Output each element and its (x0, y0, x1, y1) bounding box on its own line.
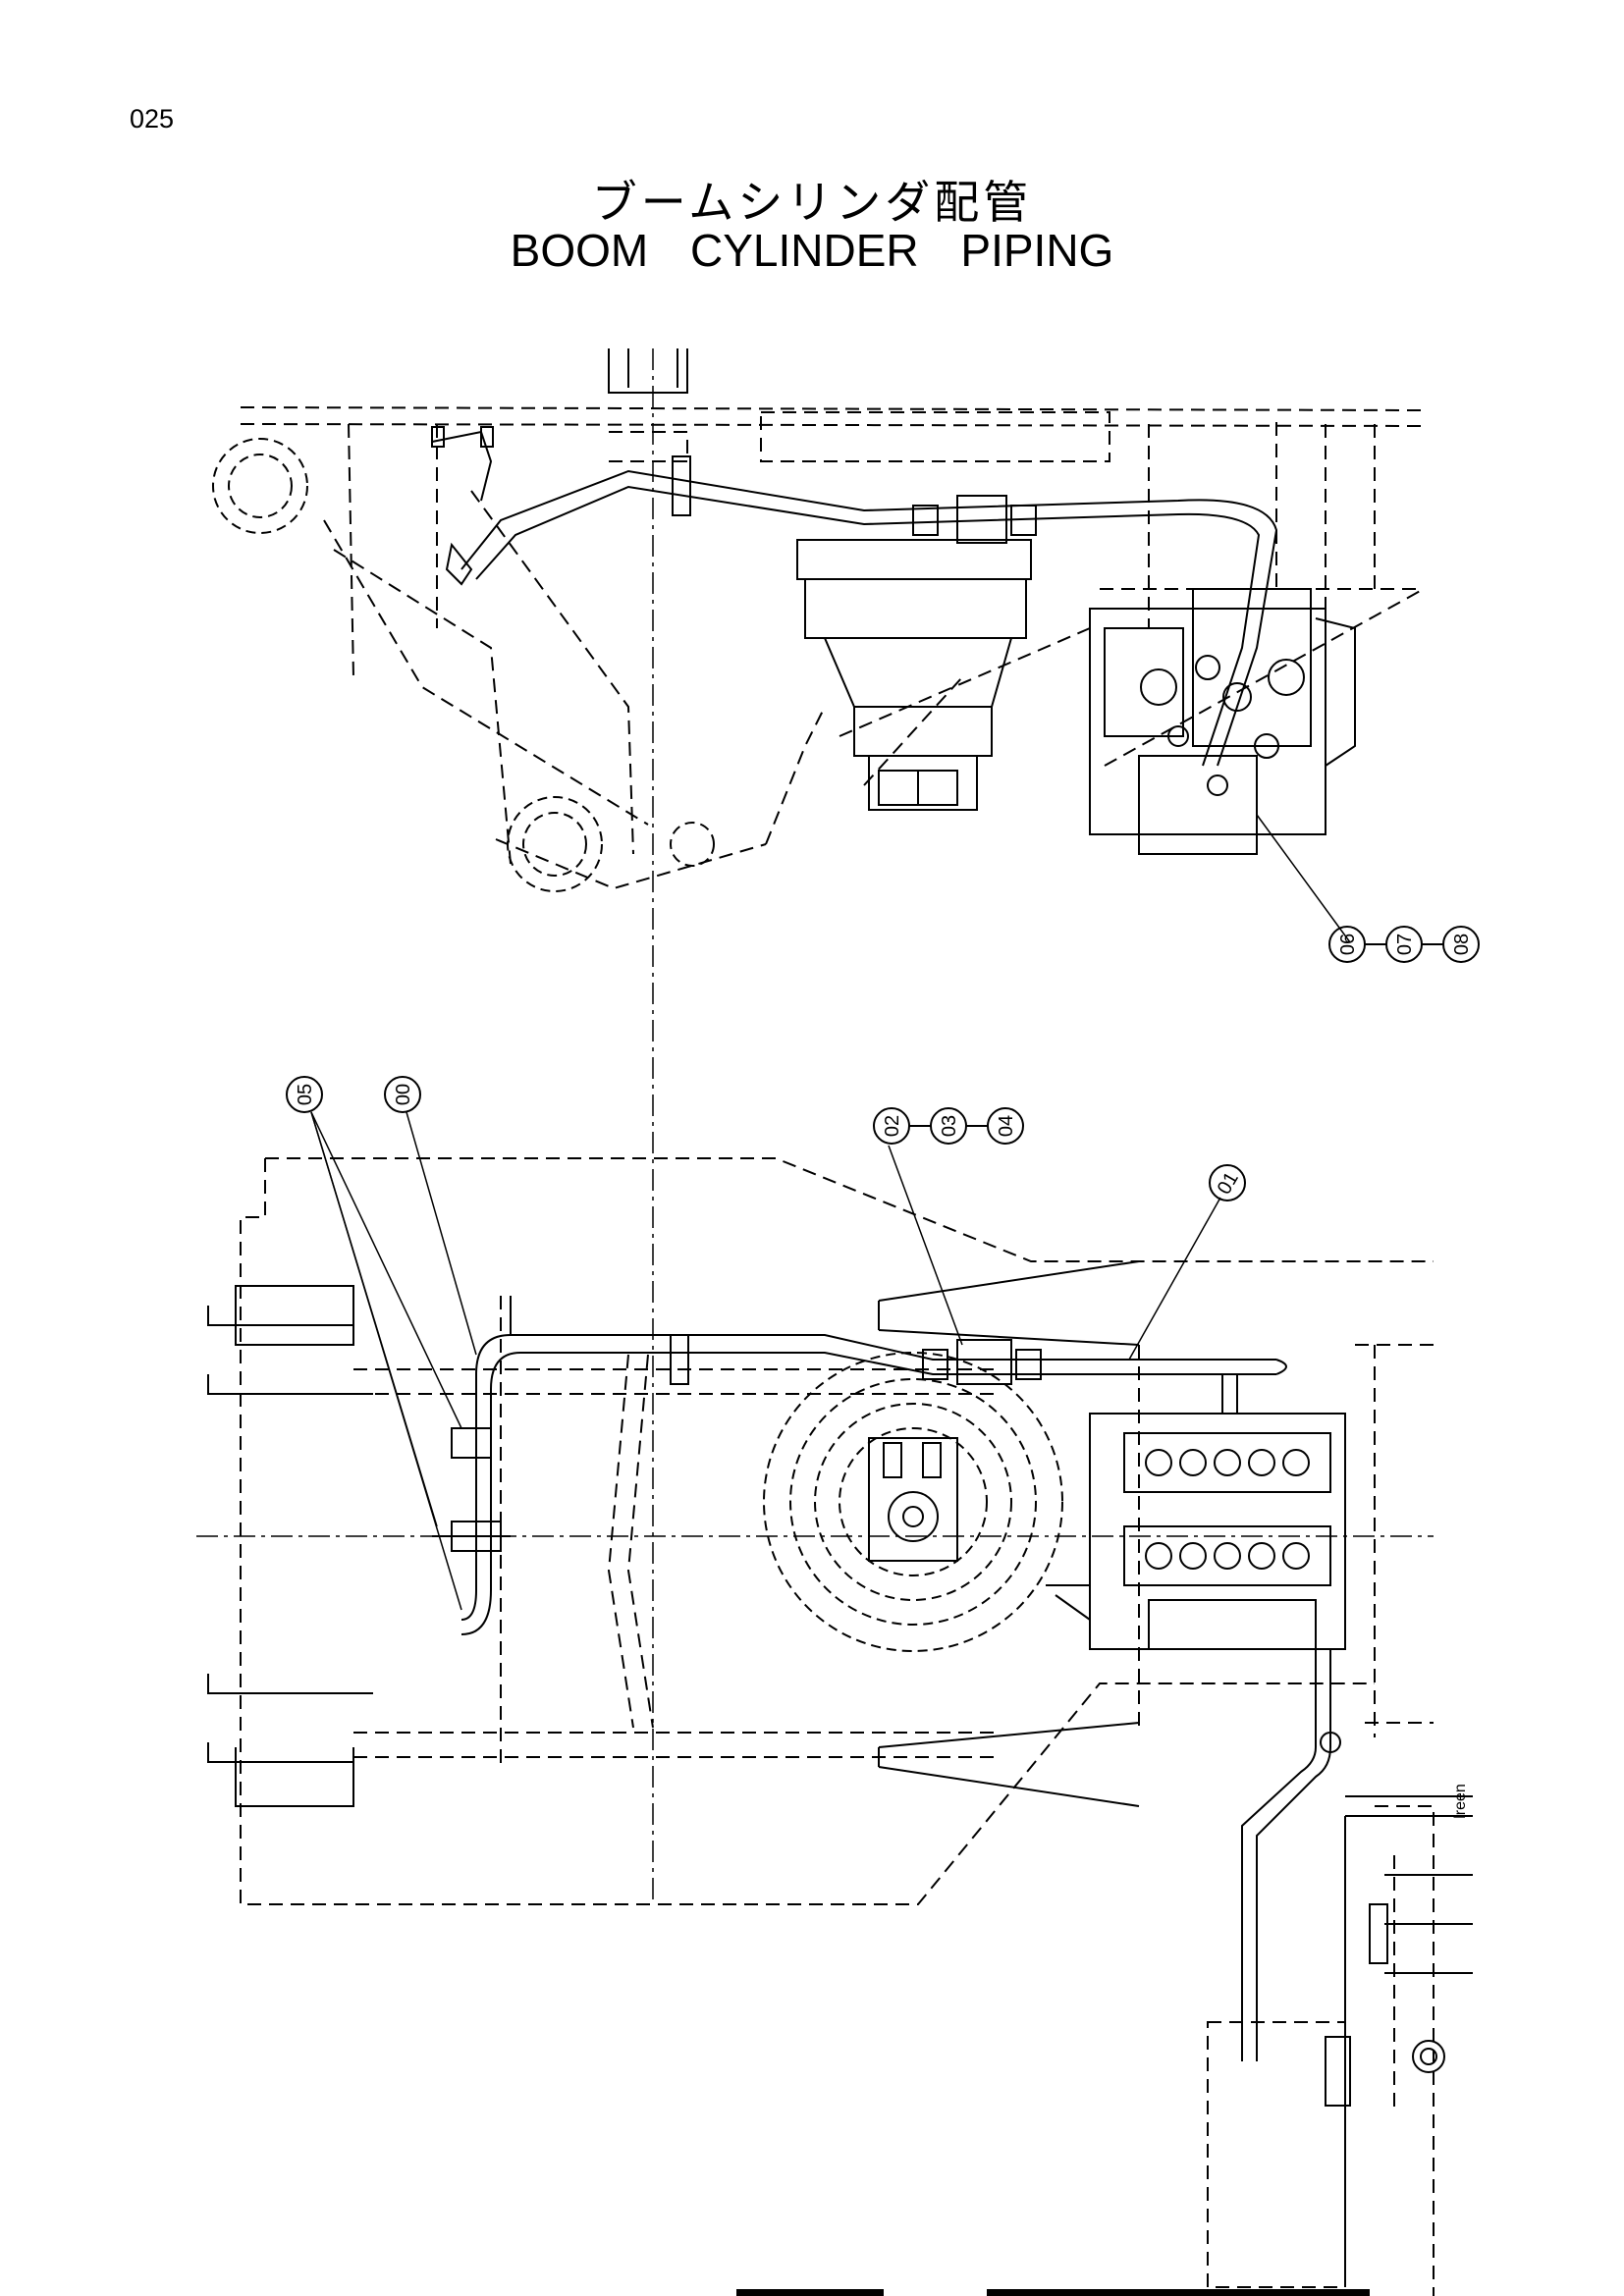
callout-00-label: 00 (393, 1084, 414, 1105)
callouts-bottom (286, 1076, 1246, 1201)
title-japanese: ブームシリンダ配管 (591, 176, 1033, 229)
callout-00 (384, 1076, 421, 1113)
callout-06-label: 06 (1337, 934, 1359, 955)
swing-motor (796, 539, 1032, 811)
swing-gear (763, 1352, 1063, 1652)
page-number: 025 (130, 104, 175, 133)
title-english: BOOM CYLINDER PIPING (510, 225, 1114, 276)
callout-02-label: 02 (882, 1115, 903, 1137)
callout-05 (286, 1076, 323, 1113)
callout-01 (1209, 1164, 1246, 1201)
boom-pipe-bottom (432, 1334, 1341, 2061)
callout-03-label: 03 (939, 1115, 960, 1137)
top-view (212, 348, 1425, 1904)
callout-07-label: 07 (1394, 934, 1416, 955)
callouts-top (1328, 926, 1480, 963)
callout-01-label: 01 (1214, 1168, 1243, 1198)
callout-05-label: 05 (295, 1084, 316, 1105)
swing-motor-plan (868, 1437, 958, 1562)
control-valve-bottom (1046, 1413, 1346, 1650)
lower-right-components (736, 1795, 1473, 2296)
callout-04-label: 04 (996, 1115, 1017, 1137)
boom-pipe-top (431, 426, 1278, 767)
side-label: lreen (1452, 1784, 1469, 1819)
callout-08-label: 08 (1451, 934, 1473, 955)
bottom-view (196, 1111, 1473, 2296)
control-valve-top (1089, 588, 1356, 855)
